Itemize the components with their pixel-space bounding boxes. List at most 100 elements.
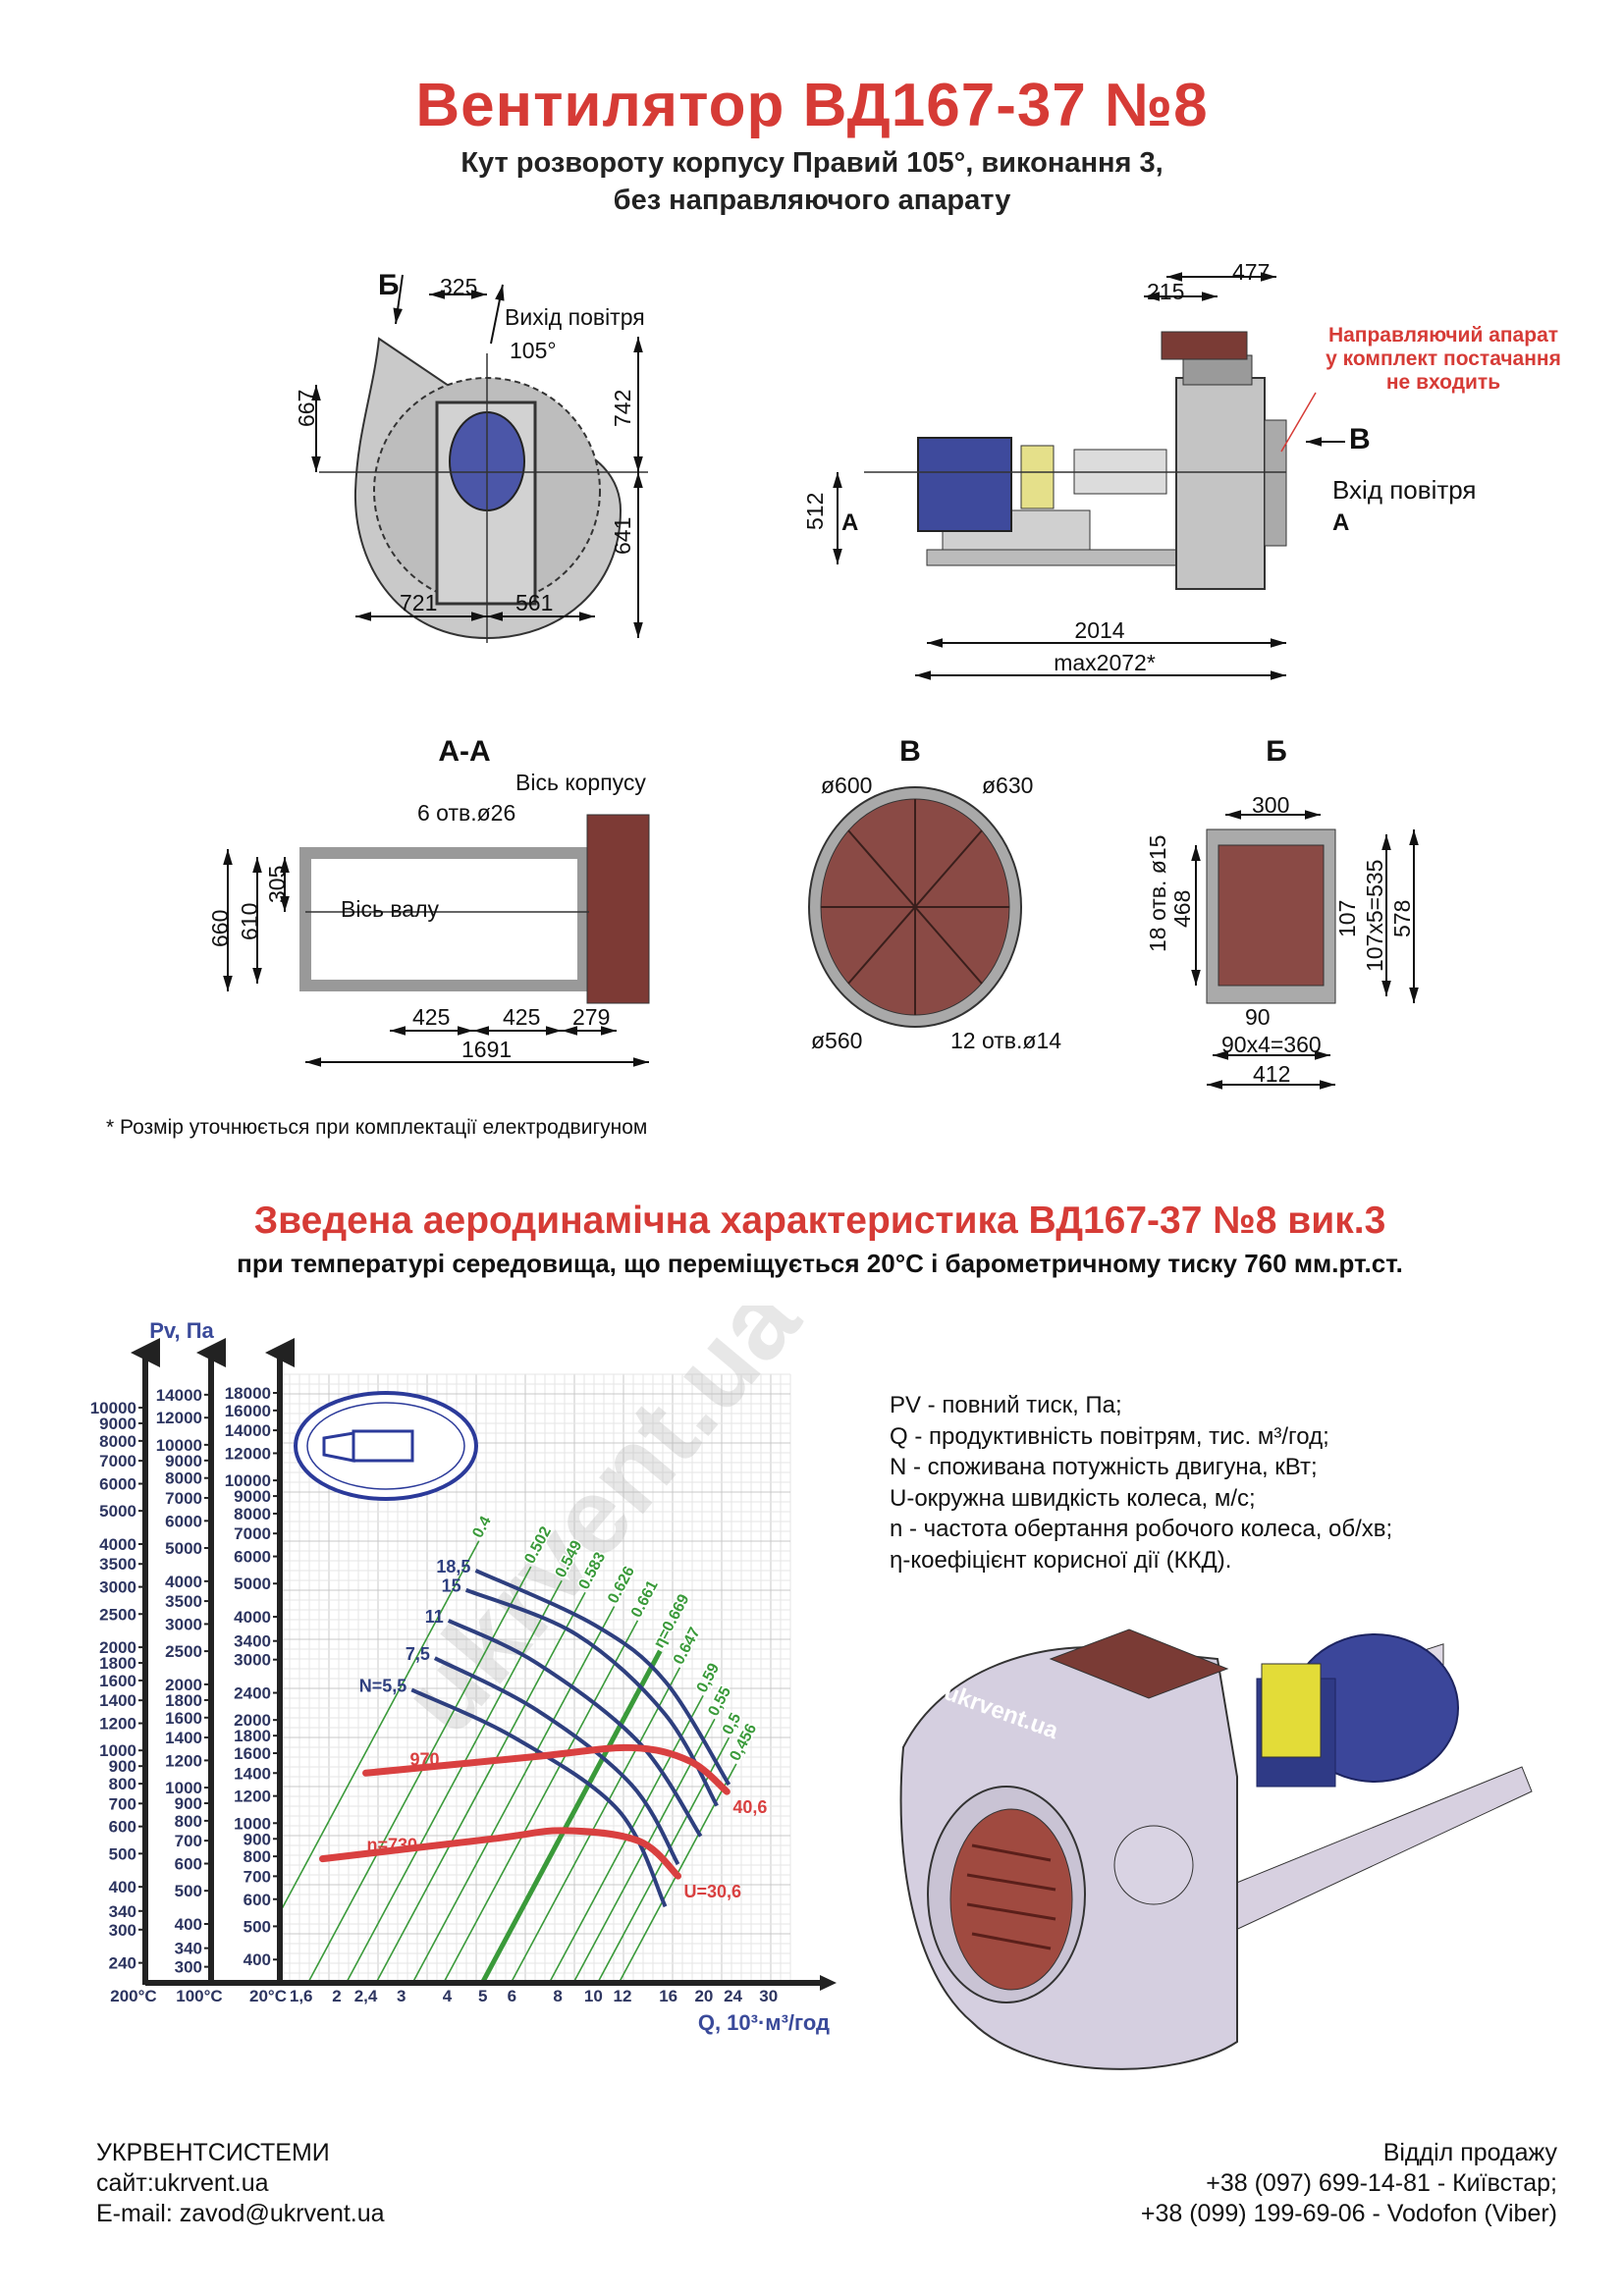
power-curve [447, 1619, 703, 1838]
air-outlet-label: Вихід повітря [505, 304, 645, 330]
holes-6-26: 6 отв.ø26 [417, 800, 515, 826]
view-label-b-side: B [1349, 423, 1371, 455]
section-aa-label: A-A [438, 735, 490, 768]
y-tick-label: 3400 [234, 1632, 271, 1651]
y-tick-label: 900 [109, 1757, 136, 1776]
y-tick-label: 800 [175, 1812, 202, 1831]
y-tick-label: 900 [244, 1830, 271, 1848]
y-tick-label: 3000 [165, 1615, 202, 1633]
y-tick-label: 340 [175, 1940, 202, 1958]
dim-107: 107 [1334, 900, 1360, 937]
power-curve [410, 1687, 668, 1908]
y-tick-label: 6000 [234, 1548, 271, 1567]
dim-300: 300 [1252, 792, 1289, 818]
power-curve-label: 18,5 [436, 1557, 470, 1576]
y-tick-label: 900 [175, 1794, 202, 1813]
x-axis-label: Q, 10³·м³/год [698, 2010, 830, 2035]
y-tick-label: 1600 [234, 1744, 271, 1763]
dim-425-b: 425 [503, 1004, 540, 1030]
y-tick-label: 14000 [156, 1386, 202, 1405]
dim-325: 325 [440, 274, 477, 299]
efficiency-label: 0.4 [469, 1514, 494, 1541]
chart-axes: 4005006007008009001000120014001600180020… [90, 1338, 837, 2005]
dim-1691: 1691 [461, 1037, 512, 1062]
y-tick-label: 700 [175, 1832, 202, 1850]
x-tick-label: 12 [613, 1987, 631, 2005]
x-tick-label: 2 [332, 1987, 341, 2005]
dim-425-a: 425 [412, 1004, 450, 1030]
side-view-drawing: 477 215 Направляючий апарат у комплект п… [802, 259, 1561, 680]
x-tick-label: 3 [397, 1987, 406, 2005]
temperature-label: 20°C [249, 1987, 287, 2005]
y-tick-label: 800 [244, 1847, 271, 1866]
y-tick-label: 800 [109, 1775, 136, 1793]
speed-curve-end-label: 40,6 [732, 1797, 767, 1817]
y-tick-label: 1200 [234, 1788, 271, 1806]
y-tick-label: 2500 [99, 1605, 136, 1624]
fan-3d-illustration: ukrvent.ua [899, 1629, 1533, 2070]
y-tick-label: 3000 [99, 1578, 136, 1597]
y-tick-label: 3500 [99, 1555, 136, 1574]
section-be-drawing: Б 300 18 отв. ø15 468 107 107x5=535 578 … [1145, 735, 1419, 1090]
power-curve-label: 11 [425, 1607, 444, 1627]
speed-curve [319, 1827, 682, 1880]
dim-578: 578 [1389, 900, 1415, 937]
y-tick-label: 1000 [234, 1814, 271, 1833]
legend-item-pv: PV - повний тиск, Па; [890, 1392, 1122, 1418]
x-tick-label: 30 [759, 1987, 778, 2005]
x-tick-label: 8 [553, 1987, 562, 2005]
y-tick-label: 3000 [234, 1651, 271, 1670]
diam-560: ø560 [811, 1028, 862, 1053]
y-tick-label: 2500 [165, 1642, 202, 1661]
y-tick-label: 2000 [234, 1711, 271, 1730]
company-email[interactable]: E-mail: zavod@ukrvent.ua [96, 2200, 385, 2227]
characteristic-subtitle: при температурі середовища, що переміщує… [237, 1249, 1403, 1278]
power-curve-label: 7,5 [406, 1644, 430, 1664]
efficiency-line [480, 1649, 663, 1983]
diam-630: ø630 [982, 773, 1033, 798]
y-tick-label: 340 [109, 1902, 136, 1921]
y-tick-label: 700 [109, 1794, 136, 1813]
sales-phone-2[interactable]: +38 (099) 199-69-06 - Vodofon (Viber) [1140, 2200, 1557, 2227]
y-tick-label: 400 [109, 1878, 136, 1896]
y-tick-label: 600 [175, 1855, 202, 1874]
dim-468: 468 [1169, 890, 1195, 928]
angle-105: 105° [510, 338, 557, 363]
y-tick-label: 1800 [234, 1727, 271, 1745]
x-tick-label: 4 [443, 1987, 453, 2005]
x-tick-label: 10 [584, 1987, 603, 2005]
y-tick-label: 5000 [234, 1575, 271, 1593]
section-b-label: B [899, 735, 921, 768]
dim-721: 721 [400, 590, 437, 615]
legend-item-n: N - споживана потужність двигуна, кВт; [890, 1454, 1318, 1480]
y-tick-label: 5000 [99, 1502, 136, 1521]
y-tick-label: 300 [109, 1921, 136, 1940]
sales-phone-1[interactable]: +38 (097) 699-14-81 - Київстар; [1206, 2169, 1557, 2197]
front-view-drawing: Б 325 Вихід повітря 105° 667 742 641 721… [294, 269, 648, 643]
x-tick-label: 20 [694, 1987, 713, 2005]
y-tick-label: 600 [244, 1891, 271, 1909]
holes-18-15: 18 отв. ø15 [1145, 835, 1170, 952]
power-curve [433, 1656, 680, 1866]
section-be-label: Б [1266, 735, 1287, 768]
x-tick-label: 2,4 [354, 1987, 378, 2005]
y-tick-label: 2400 [234, 1684, 271, 1703]
y-tick-label: 2000 [165, 1676, 202, 1694]
x-axis-arrow [820, 1975, 837, 1991]
air-inlet-label: Вхід повітря [1332, 475, 1477, 505]
technical-drawings: Б 325 Вихід повітря 105° 667 742 641 721… [207, 259, 1561, 1090]
efficiency-line [510, 1667, 681, 1983]
y-tick-label: 1800 [165, 1691, 202, 1710]
dim-477: 477 [1232, 259, 1270, 285]
y-tick-label: 4000 [165, 1573, 202, 1591]
footer-company: УКРВЕНТСИСТЕМИ сайт:ukrvent.ua E-mail: z… [96, 2138, 385, 2229]
dim-305: 305 [264, 866, 290, 903]
y-tick-label: 8000 [99, 1432, 136, 1451]
company-site[interactable]: сайт:ukrvent.ua [96, 2169, 269, 2197]
y-tick-label: 16000 [225, 1402, 271, 1420]
y-tick-label: 1400 [165, 1729, 202, 1747]
page-title: Вентилятор ВД167-37 №8 [415, 72, 1209, 139]
y-tick-label: 400 [244, 1950, 271, 1969]
